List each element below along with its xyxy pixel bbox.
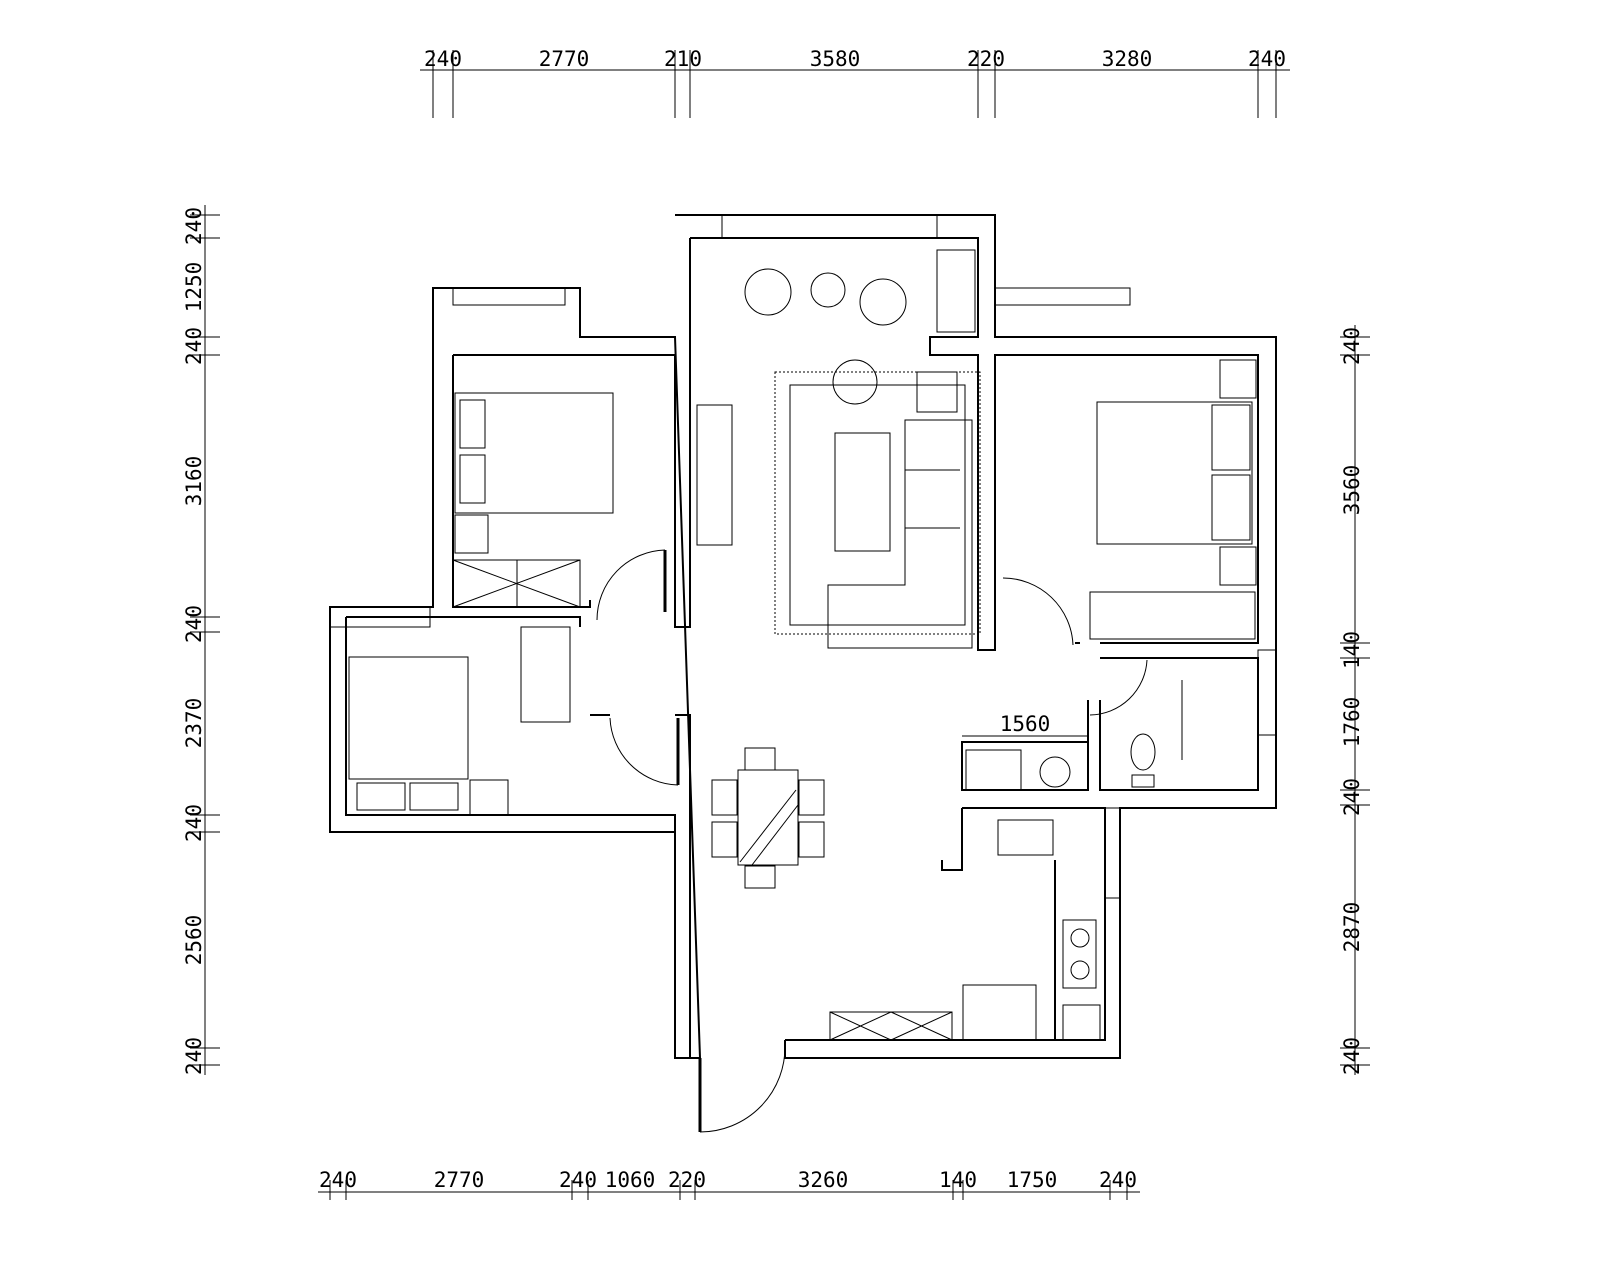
bedroom-left-bed [454, 392, 614, 514]
doors [596, 549, 1148, 1133]
dim-label: 1760 [1340, 697, 1364, 748]
nightstand [469, 779, 509, 816]
dim-label: 3280 [1102, 47, 1153, 71]
dim-label: 140 [939, 1168, 977, 1192]
master-bed [1096, 401, 1253, 545]
bottom-dimension-line [318, 1180, 1140, 1200]
bottom-dimension-labels: 240 2770 240 1060 220 3260 140 1750 240 [319, 1168, 1137, 1192]
dim-label: 1750 [1007, 1168, 1058, 1192]
dim-label: 240 [1340, 778, 1364, 816]
dim-label: 210 [664, 47, 702, 71]
dim-label: 240 [1248, 47, 1286, 71]
dim-label: 240 [182, 804, 206, 842]
left-dimension-line [190, 205, 220, 1075]
dim-label: 240 [424, 47, 462, 71]
dim-label: 2770 [539, 47, 590, 71]
dim-label: 1250 [182, 262, 206, 313]
bedroom-small-bed [348, 656, 469, 811]
windows [329, 214, 1277, 899]
dim-label: 240 [559, 1168, 597, 1192]
stove [1062, 919, 1097, 989]
right-dimension-labels: 240 3560 140 1760 240 2870 240 [1340, 327, 1364, 1075]
dim-label: 3560 [1340, 465, 1364, 516]
wardrobe-small [520, 626, 571, 723]
dim-label: 3260 [798, 1168, 849, 1192]
shoe-cabinet [829, 1011, 953, 1041]
dim-label: 3580 [810, 47, 861, 71]
master-wardrobe [1089, 591, 1256, 640]
dim-label: 2870 [1340, 902, 1364, 953]
storage-cabinet [936, 249, 976, 333]
washer-and-sink [965, 749, 1071, 791]
dim-label: 2370 [182, 698, 206, 749]
left-dimension-labels: 240 1250 240 3160 240 2370 240 2560 240 [182, 207, 206, 1075]
dim-label: 240 [1340, 1037, 1364, 1075]
dim-label: 240 [319, 1168, 357, 1192]
toilet [1130, 680, 1183, 788]
dim-label: 1560 [1000, 712, 1051, 736]
dim-label: 240 [1099, 1168, 1137, 1192]
dim-label: 240 [1340, 327, 1364, 365]
balcony-chairs [744, 268, 907, 326]
side-table [916, 371, 958, 413]
dim-label: 220 [668, 1168, 706, 1192]
dim-label: 2770 [434, 1168, 485, 1192]
chair [832, 359, 878, 405]
dim-label: 220 [967, 47, 1005, 71]
dining-table [711, 747, 825, 889]
top-dimension-line [420, 50, 1290, 118]
nightstand [1219, 546, 1257, 586]
dim-label: 240 [182, 207, 206, 245]
shoe-cabinet-cross [829, 1011, 953, 1041]
dim-label: 140 [1340, 631, 1364, 669]
nightstand [454, 514, 489, 554]
dim-label: 2560 [182, 915, 206, 966]
outer-wall [329, 214, 1277, 1059]
inner-dimension: 1560 [962, 712, 1088, 737]
wardrobe-cross [452, 559, 581, 608]
top-dimension-labels: 240 2770 210 3580 220 3280 240 [424, 47, 1286, 71]
sofa [827, 419, 973, 649]
dim-label: 240 [182, 605, 206, 643]
nightstand [1219, 359, 1257, 399]
cabinet [1062, 1004, 1101, 1041]
kitchen-sink [997, 819, 1054, 856]
dim-label: 1060 [605, 1168, 656, 1192]
dim-label: 240 [182, 327, 206, 365]
inner-wall [345, 237, 1259, 1058]
living-room-rug [774, 371, 981, 635]
dim-label: 240 [182, 1037, 206, 1075]
tv-cabinet [696, 404, 733, 546]
dim-label: 3160 [182, 456, 206, 507]
fridge [962, 984, 1037, 1041]
right-dimension-line [1340, 325, 1370, 1075]
